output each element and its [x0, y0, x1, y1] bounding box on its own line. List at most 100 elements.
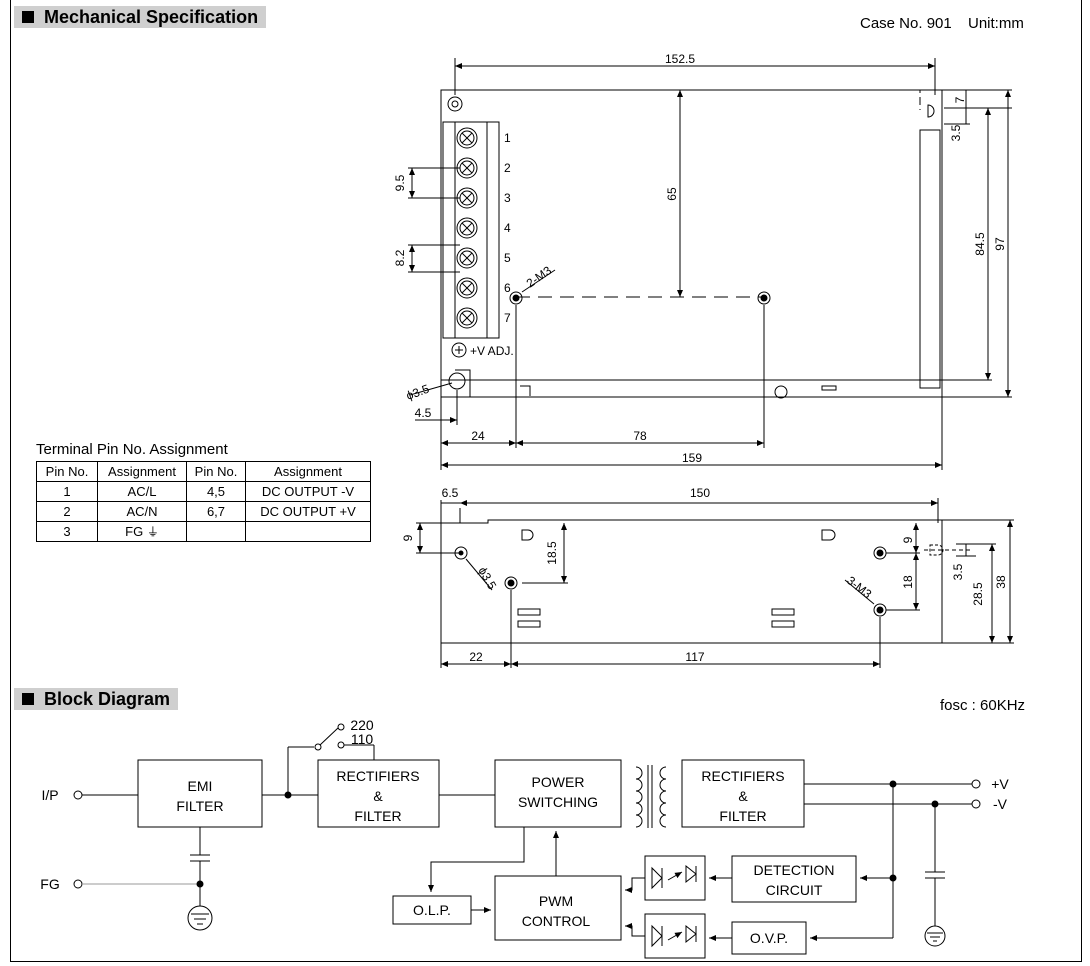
olp-label: O.L.P. — [413, 902, 451, 918]
vent-slot — [771, 608, 795, 616]
terminal-screws — [456, 127, 478, 329]
rect2-label-1: RECTIFIERS — [701, 768, 784, 784]
ovp-label: O.V.P. — [750, 930, 788, 946]
transformer-icon — [635, 765, 667, 828]
leader-line — [844, 579, 875, 605]
emi-label-2: FILTER — [176, 798, 223, 814]
wire — [625, 923, 645, 937]
vent-slot — [771, 620, 795, 628]
terminal-screw-icon — [456, 157, 478, 179]
vminus-terminal — [971, 799, 981, 809]
dim-18-5: 18.5 — [545, 541, 559, 565]
junction — [196, 880, 204, 888]
vent-slot — [517, 608, 541, 616]
rectifier-filter-1-block — [317, 759, 440, 828]
table-cell: 6,7 — [186, 501, 246, 522]
pwm-control-block — [494, 875, 622, 941]
rect1-label-2: & — [373, 788, 383, 804]
leader-line — [521, 269, 556, 293]
mount-hole — [757, 291, 771, 305]
photo-diode-icon — [685, 924, 697, 944]
slot — [520, 385, 531, 396]
terminal-screw-icon — [456, 247, 478, 269]
header-cell: Assignment — [245, 461, 371, 482]
slot — [821, 385, 837, 391]
block-diagram-header: Block Diagram — [14, 688, 178, 710]
fg-block-label: FG — [40, 876, 59, 892]
led-icon — [651, 924, 663, 948]
m3-2-label: 2-M3 — [524, 263, 555, 290]
switch-110-label: 110 — [351, 731, 374, 747]
top-view — [408, 58, 1012, 470]
side-hole-center — [458, 550, 464, 556]
dim-84-5: 84.5 — [973, 232, 987, 256]
d-slot — [821, 529, 836, 541]
ground-icon — [924, 925, 946, 947]
ip-terminal — [73, 790, 83, 800]
side-outline — [440, 519, 943, 644]
slot — [927, 104, 935, 118]
bracket — [455, 369, 471, 397]
dim-97: 97 — [993, 237, 1007, 251]
switch-contact — [314, 743, 322, 751]
pin-label: 2 — [504, 161, 511, 175]
page-frame — [10, 0, 1082, 962]
table-row: 2 AC/N 6,7 DC OUTPUT +V — [36, 501, 371, 522]
terminal-screw-icon — [456, 307, 478, 329]
dim-8-2: 8.2 — [393, 249, 407, 266]
mount-hole-center — [760, 294, 768, 302]
leader-line — [465, 558, 493, 591]
fg-terminal — [73, 879, 83, 889]
slot — [774, 385, 788, 399]
phi-3-5b-label: ϕ3.5 — [475, 565, 499, 593]
vplus-label: +V — [991, 776, 1009, 792]
power-label-2: SWITCHING — [518, 794, 598, 810]
pin-label: 6 — [504, 281, 511, 295]
rect1-label-3: FILTER — [354, 808, 401, 824]
pwm-label-2: CONTROL — [522, 913, 591, 929]
side-hole-center — [507, 579, 515, 587]
table-cell: DC OUTPUT -V — [245, 481, 371, 502]
side-view — [416, 498, 1014, 668]
corner-hole — [447, 96, 463, 112]
terminal-screw-icon — [456, 217, 478, 239]
dim-22: 22 — [469, 650, 483, 664]
dim-117: 117 — [685, 650, 704, 664]
dim-24: 24 — [471, 429, 485, 443]
unit-label: Unit:mm — [968, 15, 1024, 32]
pin-label: 5 — [504, 251, 511, 265]
detection-circuit-block — [731, 855, 857, 903]
rectifier-filter-2-block — [681, 759, 805, 828]
dim-28-5: 28.5 — [971, 582, 985, 606]
vminus-label: -V — [993, 796, 1008, 812]
side-view-labels: 6.5 150 9 18.5 ϕ3.5 9 18 3-M3 3.5 28.5 3… — [401, 486, 1008, 664]
pin-label: 3 — [504, 191, 511, 205]
pin-label: 1 — [504, 131, 511, 145]
corner-hole-inner — [451, 100, 459, 108]
block-labels: I/P FG EMI FILTER 220 110 RECTIFIERS & F… — [40, 717, 1009, 946]
block-diagram-title: Block Diagram — [44, 689, 171, 709]
terminal-block — [442, 121, 500, 339]
pin-label: 4 — [504, 221, 511, 235]
fosc-label: fosc : 60KHz — [940, 697, 1026, 714]
fg-label: FG — [125, 524, 144, 539]
pin-label: 7 — [504, 311, 511, 325]
top-dashed-edge — [471, 89, 921, 110]
switch-220-label: 220 — [350, 717, 374, 733]
power-switching-block — [494, 759, 622, 828]
vplus-terminal — [971, 779, 981, 789]
power-label-1: POWER — [532, 774, 585, 790]
dim-78: 78 — [633, 429, 647, 443]
led-icon — [651, 866, 663, 890]
dim-65: 65 — [665, 187, 679, 201]
dim-9-5: 9.5 — [393, 174, 407, 191]
terminal-table-title: Terminal Pin No. Assignment — [36, 441, 228, 458]
mount-hole — [509, 291, 523, 305]
mechanical-spec-header: Mechanical Specification — [14, 6, 266, 28]
detection-label-2: CIRCUIT — [766, 882, 823, 898]
switch-lever — [319, 727, 339, 746]
terminal-table: Pin No. Assignment Pin No. Assignment 1 … — [36, 461, 371, 542]
header-cell: Pin No. — [36, 461, 98, 482]
pwm-label-1: PWM — [539, 893, 573, 909]
